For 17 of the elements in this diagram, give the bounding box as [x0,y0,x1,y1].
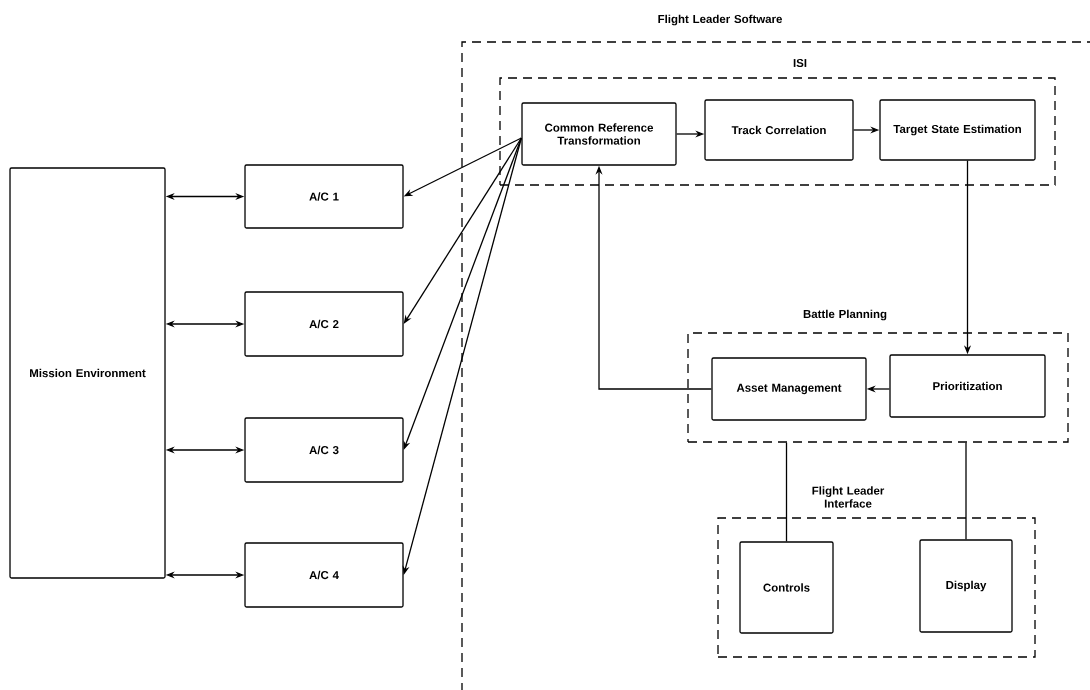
arrow [403,137,522,324]
process-box: Prioritization [889,354,1046,418]
node-label: Battle Planning [803,309,887,321]
process-box: Controls [739,541,834,634]
node-label: ISI [793,58,807,68]
process-box: Target State Estimation [879,99,1036,161]
node-label: Flight Leader Interface [812,486,885,508]
process-box: A/C 3 [244,417,404,483]
process-box: Display [919,539,1013,633]
process-box: Mission Environment [9,167,166,579]
process-box: A/C 1 [244,164,404,229]
process-box: Track Correlation [704,99,854,161]
node-label: Flight Leader Software [658,14,782,26]
process-box: A/C 4 [244,542,404,608]
process-box: Asset Management [711,357,867,421]
process-box: A/C 2 [244,291,404,357]
process-box: Common Reference Transformation [521,102,677,166]
